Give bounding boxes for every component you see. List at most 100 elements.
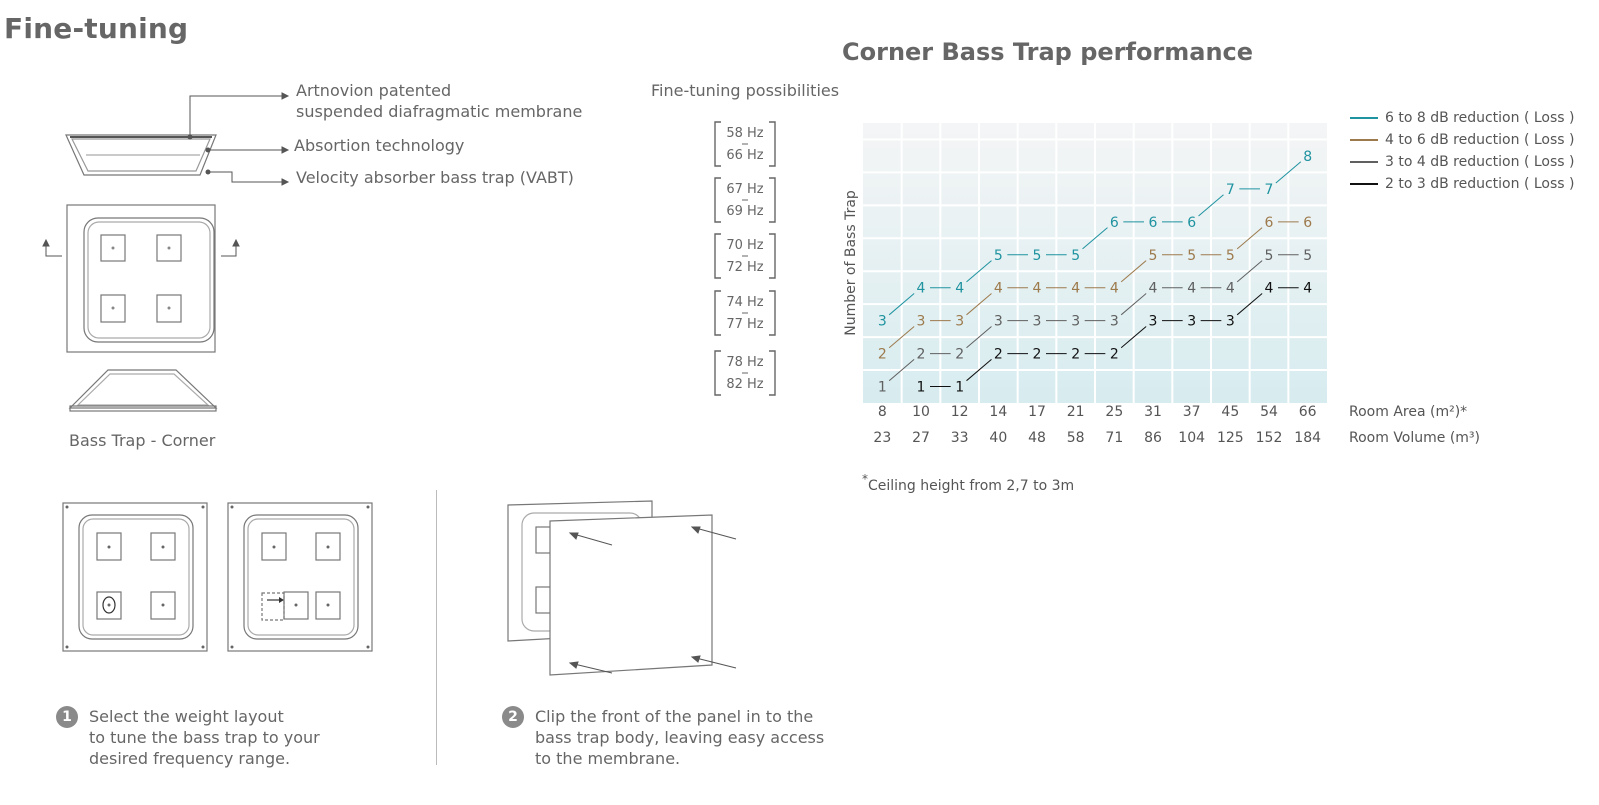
series-4-point-label: 4 <box>1265 281 1274 297</box>
x-tick-volume: 27 <box>912 430 930 446</box>
freq-range-5: 78 Hz 82 Hz <box>714 352 776 396</box>
freq-low: 74 Hz <box>726 295 764 310</box>
series-4-point-label: 1 <box>955 380 964 396</box>
x-tick-area: 45 <box>1221 404 1239 420</box>
series-3-point-label: 5 <box>1303 248 1312 264</box>
series-2-point-label: 4 <box>994 281 1003 297</box>
legend-swatch <box>1350 117 1378 119</box>
series-4-point-label: 2 <box>1110 347 1119 363</box>
step-1-line: to tune the bass trap to your <box>89 728 320 747</box>
callout-vabt: Velocity absorber bass trap (VABT) <box>296 168 574 187</box>
x-tick-area: 14 <box>989 404 1007 420</box>
series-4-point-label: 3 <box>1149 314 1158 330</box>
series-1-segment <box>888 293 915 316</box>
series-1-point-label: 7 <box>1226 182 1235 198</box>
series-1-point-label: 8 <box>1303 149 1312 165</box>
legend-swatch <box>1350 139 1378 141</box>
series-1-point-label: 6 <box>1110 215 1119 231</box>
legend-swatch <box>1350 183 1378 185</box>
series-2-segment <box>1236 227 1263 250</box>
series-3-point-label: 3 <box>1033 314 1042 330</box>
bass-trap-top-profile <box>65 134 217 176</box>
x-tick-volume: 58 <box>1067 430 1085 446</box>
series-2-point-label: 4 <box>1110 281 1119 297</box>
series-4-point-label: 3 <box>1226 314 1235 330</box>
y-axis-label: Number of Bass Trap <box>843 190 859 336</box>
x-row-label-volume: Room Volume (m³) <box>1349 430 1480 446</box>
series-3-point-label: 1 <box>878 380 887 396</box>
series-2-point-label: 2 <box>878 347 887 363</box>
step-1-illustration <box>62 502 373 652</box>
rotate-arrow-icon <box>42 238 240 257</box>
series-3-point-label: 4 <box>1226 281 1235 297</box>
front-panel <box>549 514 713 676</box>
callout-lines <box>189 92 290 186</box>
freq-high: 66 Hz <box>726 148 764 163</box>
series-1-point-label: 6 <box>1187 215 1196 231</box>
legend-label: 4 to 6 dB reduction ( Loss ) <box>1385 132 1575 148</box>
x-tick-area: 10 <box>912 404 930 420</box>
series-4-point-label: 2 <box>994 347 1003 363</box>
series-4-segment <box>1120 326 1147 349</box>
legend-label: 2 to 3 dB reduction ( Loss ) <box>1385 176 1575 192</box>
x-tick-volume: 104 <box>1178 430 1205 446</box>
x-tick-area: 12 <box>951 404 969 420</box>
series-1-point-label: 5 <box>1071 248 1080 264</box>
x-tick-area: 66 <box>1299 404 1317 420</box>
x-tick-volume: 86 <box>1144 430 1162 446</box>
callout-membrane-line2: suspended diafragmatic membrane <box>296 102 583 121</box>
series-2-point-label: 3 <box>917 314 926 330</box>
step-divider <box>436 490 437 765</box>
freq-high: 69 Hz <box>726 204 764 219</box>
series-3-point-label: 3 <box>1110 314 1119 330</box>
x-tick-area: 54 <box>1260 404 1278 420</box>
freq-low: 67 Hz <box>726 182 764 197</box>
series-2-segment <box>888 326 915 349</box>
freq-range-1: 58 Hz 66 Hz <box>714 123 776 167</box>
series-2-point-label: 4 <box>1033 281 1042 297</box>
bass-trap-front-view <box>66 204 216 353</box>
series-2-point-label: 6 <box>1303 215 1312 231</box>
series-3-point-label: 4 <box>1187 281 1196 297</box>
freq-high: 77 Hz <box>726 317 764 332</box>
series-1-point-label: 5 <box>994 248 1003 264</box>
series-1-segment <box>1082 227 1108 250</box>
freq-range-3: 70 Hz 72 Hz <box>714 235 776 279</box>
series-3-segment <box>1236 260 1263 283</box>
bracket-shapes <box>714 121 776 396</box>
product-name: Bass Trap - Corner <box>69 431 216 450</box>
x-tick-volume: 152 <box>1256 430 1283 446</box>
x-tick-area: 17 <box>1028 404 1046 420</box>
step-2-line: bass trap body, leaving easy access <box>535 728 825 747</box>
bass-trap-bottom-profile <box>68 369 218 412</box>
series-1-segment <box>1275 161 1302 184</box>
x-tick-area: 8 <box>878 404 887 420</box>
series-4-segment <box>966 359 992 382</box>
footnote-text: Ceiling height from 2,7 to 3m <box>868 478 1075 494</box>
fine-tuning-title: Fine-tuning possibilities <box>651 81 840 100</box>
series-2-point-label: 5 <box>1187 248 1196 264</box>
series-2-point-label: 4 <box>1071 281 1080 297</box>
footnote-asterisk: * <box>862 472 868 486</box>
bass-trap-diagram <box>42 92 290 412</box>
chart-footnote: *Ceiling height from 2,7 to 3m <box>862 472 1075 494</box>
legend-item-1: 6 to 8 dB reduction ( Loss ) <box>1350 110 1574 126</box>
freq-high: 82 Hz <box>726 377 764 392</box>
x-tick-volume: 125 <box>1217 430 1244 446</box>
legend-swatch <box>1350 161 1378 163</box>
legend-item-3: 3 to 4 dB reduction ( Loss ) <box>1350 154 1574 170</box>
x-tick-area: 25 <box>1105 404 1123 420</box>
x-tick-volume: 33 <box>951 430 969 446</box>
series-1-point-label: 3 <box>878 314 887 330</box>
legend-label: 6 to 8 dB reduction ( Loss ) <box>1385 110 1575 126</box>
series-4-point-label: 1 <box>917 380 926 396</box>
series-2-point-label: 6 <box>1265 215 1274 231</box>
legend-item-2: 4 to 6 dB reduction ( Loss ) <box>1350 132 1574 148</box>
series-3-segment <box>966 326 992 349</box>
x-row-label-area: Room Area (m²)* <box>1349 404 1467 420</box>
step-1-line: desired frequency range. <box>89 749 291 768</box>
legend-label: 3 to 4 dB reduction ( Loss ) <box>1385 154 1575 170</box>
series-1-point-label: 5 <box>1033 248 1042 264</box>
series-4-point-label: 2 <box>1071 347 1080 363</box>
